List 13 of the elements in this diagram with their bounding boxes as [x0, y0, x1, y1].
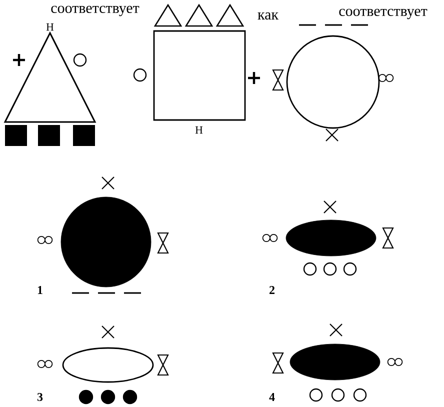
- word-label: соответствует: [339, 8, 428, 20]
- ellipse: [62, 347, 154, 383]
- square: [153, 30, 246, 121]
- circle: [286, 35, 380, 129]
- option-number: 1: [38, 286, 42, 294]
- option-number: 3: [37, 392, 43, 402]
- word-label: как: [258, 12, 279, 20]
- filled-circle: [60, 196, 152, 288]
- word-label: соответствует: [51, 6, 140, 16]
- filled-ellipse: [286, 220, 376, 256]
- filled-ellipse: [290, 344, 380, 380]
- option-number: 4: [269, 393, 275, 401]
- option-number: 2: [270, 286, 274, 294]
